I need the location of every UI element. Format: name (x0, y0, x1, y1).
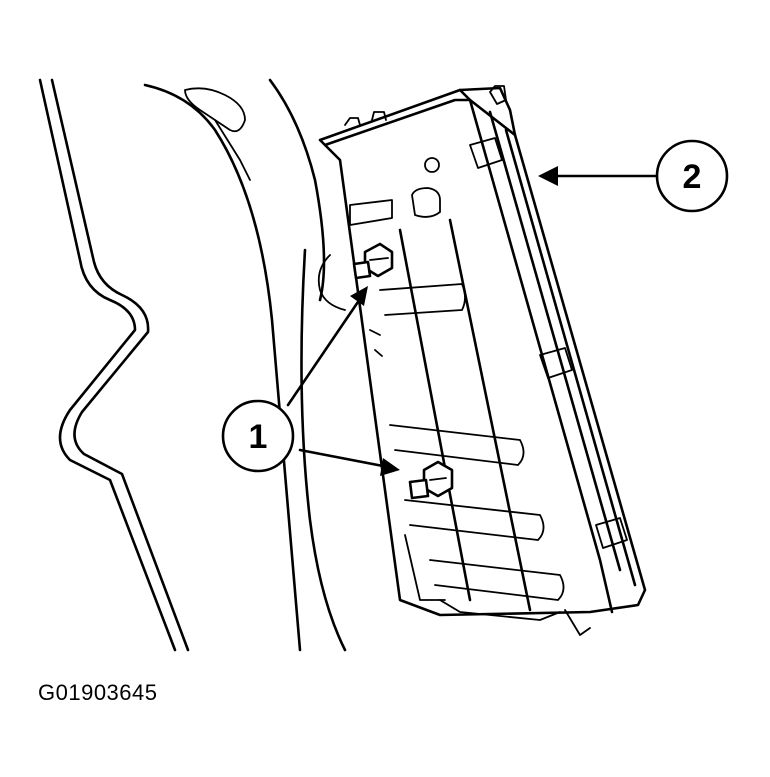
arrow-head-right (538, 166, 558, 186)
callout-2-label: 2 (683, 158, 702, 196)
callout-2: 2 (538, 139, 729, 213)
callout-1: 1 (221, 286, 400, 476)
electronic-module (318, 85, 647, 636)
fastener-lower (408, 460, 454, 500)
sketch-marks (317, 254, 383, 357)
pillar-outline (143, 78, 347, 652)
figure-id: G01903645 (38, 680, 158, 705)
arrow-head-lower (380, 458, 400, 476)
fastener-upper (352, 242, 394, 280)
callout-1-label: 1 (249, 418, 268, 456)
callout-1-circle (221, 399, 295, 473)
arrow-head-upper (350, 286, 368, 306)
callout-2-circle (655, 139, 729, 213)
body-panel-outline (38, 78, 190, 652)
